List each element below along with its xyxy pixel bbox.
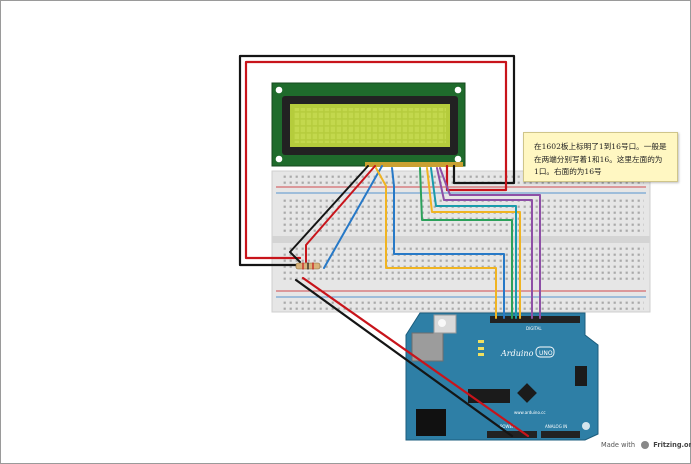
wire-purple-2 [439,167,541,319]
wire-blue-data [391,167,505,319]
digital-header [490,316,580,323]
wire-black-gnd-arduino [294,278,514,438]
breadboard [271,170,651,313]
note-line-1: 在1602板上标明了1到16号口。一般是 [534,142,667,151]
wire-teal-data [430,167,517,319]
wire-red-5v-arduino [301,276,530,438]
arduino-board: Arduino UNO DIGITAL POWER ANALOG IN www.… [405,312,599,441]
digital-label: DIGITAL [526,326,542,331]
wire-black-lcd-gnd [238,54,516,267]
wire-yellow-data [375,167,497,319]
analog-label: ANALOG IN [545,424,567,429]
wire-red-lcd-vcc [244,60,508,260]
wire-blue-lcd-contrast [323,165,383,269]
note-line-3: 1口。右面的为16号 [534,167,602,177]
made-with-label: Made with [601,441,636,449]
wire-black-lcd-left [289,165,369,263]
fritzing-logo-icon [641,441,650,449]
wire-yellow-data-2 [426,167,521,319]
wire-green-data [419,167,513,319]
analog-header [541,431,580,438]
wire-purple-1 [436,167,533,319]
lcd-1602-module [271,82,466,167]
note-line-2: 在两端分别写着1和16。这里左面的为 [534,154,663,164]
annotation-note: 在1602板上标明了1到16号口。一般是 在两端分别写着1和16。这里左面的为 … [523,132,678,182]
power-label: POWER [500,424,515,429]
arduino-model-text: UNO [539,350,553,357]
arduino-logo-text: Arduino [500,349,534,358]
fritzing-brand: Fritzing.org [653,441,691,449]
fritzing-footer: Made with Fritzing.org [601,441,691,449]
website-label: www.arduino.cc [514,410,546,415]
power-header [487,431,537,438]
wire-red-lcd-left [305,165,376,263]
